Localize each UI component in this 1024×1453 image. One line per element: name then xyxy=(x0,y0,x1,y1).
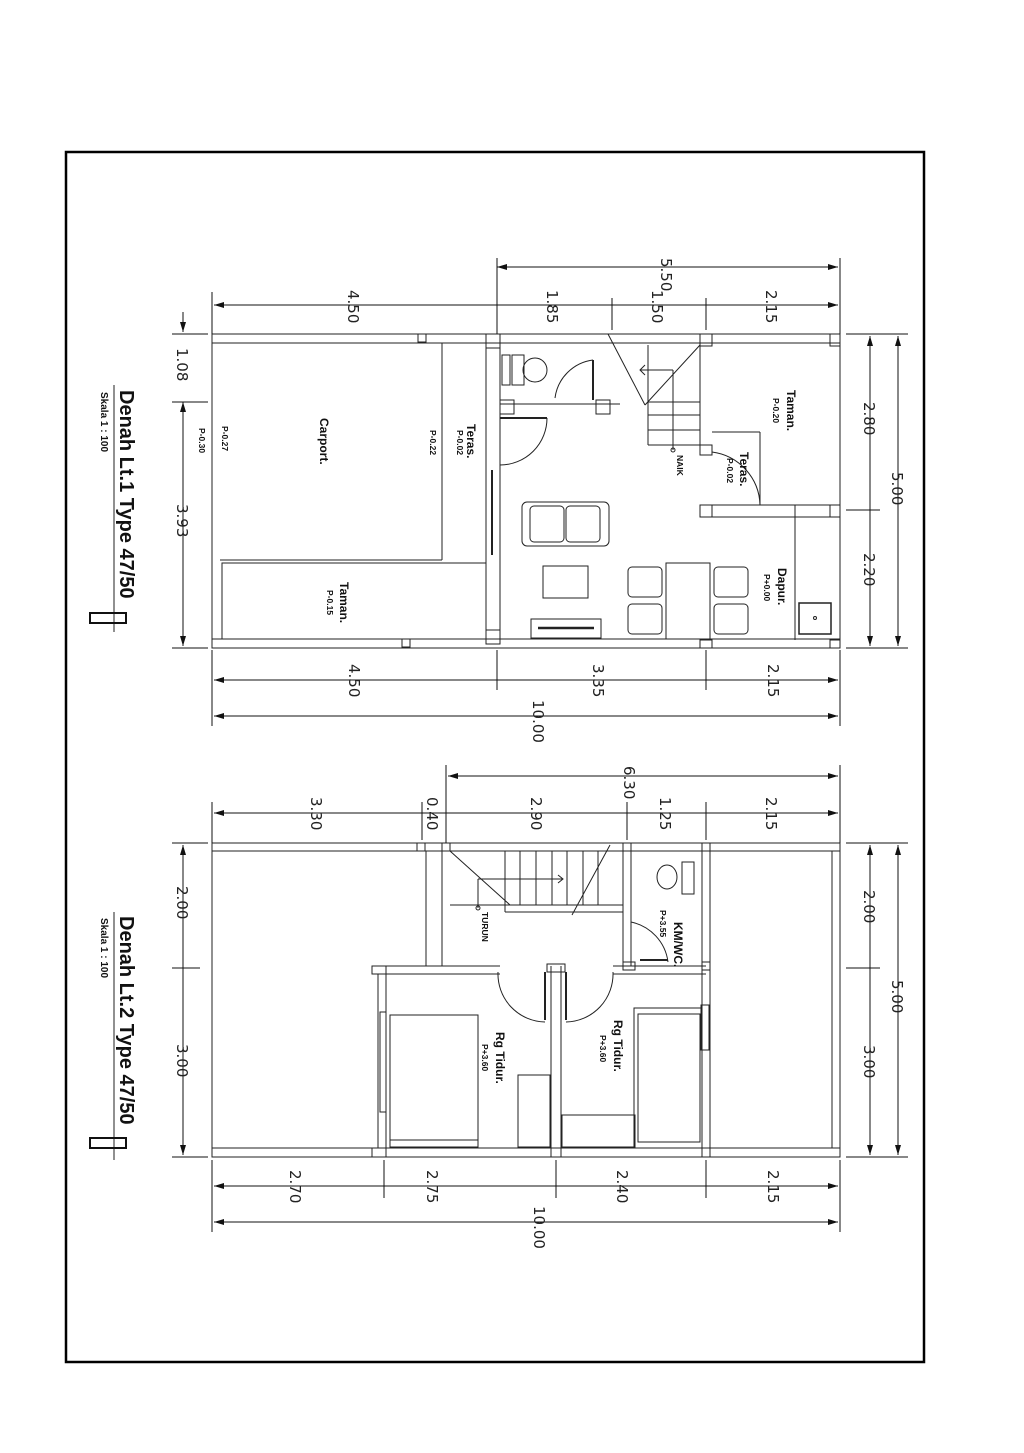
dim-label: 3.35 xyxy=(589,664,607,697)
level-label: P+3.60 xyxy=(480,1044,490,1071)
room-label-teras: Teras. xyxy=(737,452,751,486)
level-label: P+3.55 xyxy=(658,910,668,937)
dim-label: 5.00 xyxy=(888,472,906,505)
room-label-kmwc: KM/WC. xyxy=(671,922,685,967)
dim-label: 2.20 xyxy=(860,553,878,586)
dim-label: 3.93 xyxy=(173,504,191,537)
dim-label: 3.30 xyxy=(307,797,325,830)
room-label-dapur: Dapur. xyxy=(775,568,789,605)
level-label: P-0.02 xyxy=(725,458,735,483)
dim-label: 2.15 xyxy=(764,1170,782,1203)
dim-label: 1.08 xyxy=(173,348,191,381)
plan2-dimensions xyxy=(172,765,908,1232)
room-label-taman: Taman. xyxy=(784,390,798,431)
dim-label: 2.80 xyxy=(860,402,878,435)
dim-label: 2.00 xyxy=(173,886,191,919)
level-label: P-0.27 xyxy=(220,426,230,451)
stair-label-naik: NAIK xyxy=(675,455,685,477)
sheet-border xyxy=(64,150,926,1364)
plan2-dimension-labels: 6.30 3.30 0.40 2.90 1.25 2.15 2.70 2.75 … xyxy=(173,766,906,1249)
room-label-teras: Teras. xyxy=(464,424,478,458)
dim-label: 10.00 xyxy=(529,700,547,743)
level-label: P-0.22 xyxy=(428,430,438,455)
dim-label: 4.50 xyxy=(345,664,363,697)
dim-label: 1.25 xyxy=(656,797,674,830)
plan1-dimensions xyxy=(172,258,908,726)
dim-label: 1.85 xyxy=(543,290,561,323)
plan2-title-block: Denah Lt.2 Type 47/50 Skala 1 : 100 xyxy=(89,912,137,1160)
plan1-scale: Skala 1 : 100 xyxy=(98,392,109,452)
dim-label: 2.00 xyxy=(860,890,878,923)
dim-label: 5.00 xyxy=(888,980,906,1013)
dim-label: 2.70 xyxy=(286,1170,304,1203)
dim-label: 3.00 xyxy=(860,1045,878,1078)
north-marker xyxy=(89,1137,127,1149)
level-label: P-0.02 xyxy=(455,430,465,455)
dim-label: 6.30 xyxy=(620,766,638,799)
plan1-title-block: Denah Lt.1 Type 47/50 Skala 1 : 100 xyxy=(89,385,137,632)
dim-label: 2.90 xyxy=(527,797,545,830)
plan1-labels: Carport. P-0.22 Teras. P-0.02 Taman. P-0… xyxy=(197,390,798,623)
north-marker xyxy=(89,612,127,624)
dim-label: 2.75 xyxy=(423,1170,441,1203)
plan1-dimension-labels: 5.50 4.50 1.85 1.50 2.15 4.50 3.35 2.15 … xyxy=(173,258,906,743)
dim-label: 2.40 xyxy=(613,1170,631,1203)
level-label: P+0.00 xyxy=(762,574,772,601)
dim-label: 3.00 xyxy=(173,1044,191,1077)
room-label-carport: Carport. xyxy=(317,418,331,465)
dim-label: 0.40 xyxy=(423,797,441,830)
level-label: P-0.15 xyxy=(325,590,335,615)
room-label-taman: Taman. xyxy=(337,582,351,623)
plan2-scale: Skala 1 : 100 xyxy=(98,918,109,978)
room-label-rg-tidur: Rg Tidur. xyxy=(493,1032,507,1084)
level-label: P-0.20 xyxy=(771,398,781,423)
level-label: P+3.60 xyxy=(598,1035,608,1062)
level-label: P-0.30 xyxy=(197,428,207,453)
dim-label: 1.50 xyxy=(648,290,666,323)
room-label-rg-tidur: Rg Tidur. xyxy=(611,1020,625,1072)
dim-label: 2.15 xyxy=(762,797,780,830)
plan2-labels: KM/WC. P+3.55 Rg Tidur. P+3.60 Rg Tidur.… xyxy=(480,910,685,1084)
dim-label: 2.15 xyxy=(764,664,782,697)
dim-label: 4.50 xyxy=(344,290,362,323)
stair-label-turun: TURUN xyxy=(480,912,490,942)
floor-plan-1 xyxy=(211,333,841,649)
plan2-title: Denah Lt.2 Type 47/50 xyxy=(115,916,137,1125)
dim-label: 2.15 xyxy=(762,290,780,323)
dim-label: 10.00 xyxy=(530,1206,548,1249)
dim-label: 5.50 xyxy=(657,258,675,291)
floor-plan-2 xyxy=(211,842,841,1158)
plan1-title: Denah Lt.1 Type 47/50 xyxy=(115,390,137,599)
